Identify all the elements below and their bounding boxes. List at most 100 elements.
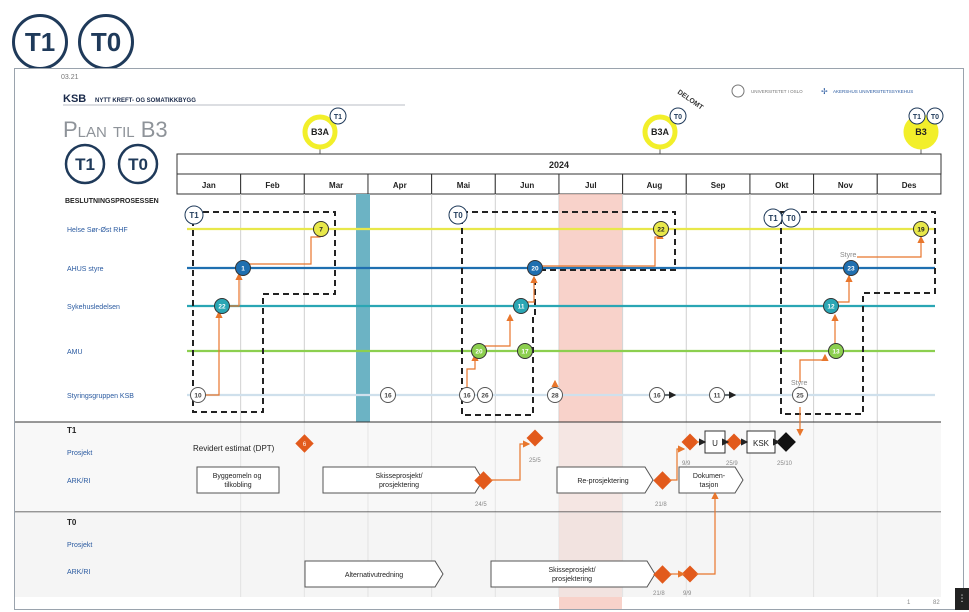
svg-text:UNIVERSITETET I OSLO: UNIVERSITETET I OSLO bbox=[751, 89, 803, 94]
t1-diamond-d[interactable] bbox=[725, 433, 743, 451]
legend-t1-badge[interactable]: T1 bbox=[64, 143, 106, 185]
t1-row-arkri: ARK/RI bbox=[67, 478, 90, 485]
milestone-b3a-t0[interactable]: B3A T0 bbox=[642, 107, 687, 154]
t1-badge[interactable]: T1 bbox=[12, 14, 68, 70]
group-badge-t0b[interactable]: T0 bbox=[781, 208, 801, 228]
group-badge-t0[interactable]: T0 bbox=[448, 205, 468, 225]
month-label: Jul bbox=[585, 181, 597, 190]
ksk-box[interactable]: KSK bbox=[746, 430, 776, 454]
t0-row-prosjekt: Prosjekt bbox=[67, 542, 92, 549]
t1-date-99: 9/9 bbox=[682, 461, 691, 467]
svg-text:10: 10 bbox=[194, 393, 202, 400]
slide-canvas: 03.21 KSB NYTT KREFT- OG SOMATIKKBYGG Pl… bbox=[14, 68, 964, 610]
t1-date-245: 24/5 bbox=[475, 502, 487, 508]
t1-date-218: 21/8 bbox=[655, 502, 667, 508]
top-bar: T1 T0 bbox=[0, 0, 969, 70]
node-hso1[interactable]: 7 bbox=[313, 221, 329, 237]
svg-text:T1: T1 bbox=[334, 114, 342, 121]
node-sg7[interactable]: 11 bbox=[709, 387, 725, 403]
t1-box-bygge[interactable]: Byggeomeln og tilkobling bbox=[196, 466, 280, 494]
svg-text:28: 28 bbox=[551, 393, 559, 400]
svg-text:Dokumen-tasjon: Dokumen-tasjon bbox=[693, 473, 726, 489]
plan-diagram: 03.21 KSB NYTT KREFT- OG SOMATIKKBYGG Pl… bbox=[15, 74, 944, 609]
month-label: Feb bbox=[265, 181, 279, 190]
t0-diamond-b[interactable] bbox=[681, 565, 699, 583]
node-sg4[interactable]: 26 bbox=[477, 387, 493, 403]
t1-diamond-a[interactable] bbox=[474, 471, 493, 490]
node-sg2[interactable]: 16 bbox=[380, 387, 396, 403]
node-sg3[interactable]: 16 bbox=[459, 387, 475, 403]
black-diamond[interactable] bbox=[776, 432, 796, 452]
t1-date-2510: 25/10 bbox=[777, 461, 793, 467]
t1-date-255: 25/5 bbox=[529, 458, 541, 464]
row-label: AHUS styre bbox=[67, 266, 104, 273]
svg-text:Skisseprosjekt/prosjektering: Skisseprosjekt/prosjektering bbox=[375, 473, 422, 489]
legend-t0-badge[interactable]: T0 bbox=[117, 143, 159, 185]
svg-text:6: 6 bbox=[303, 442, 307, 448]
svg-text:26: 26 bbox=[481, 393, 489, 400]
svg-text:T1: T1 bbox=[768, 214, 778, 223]
svg-text:16: 16 bbox=[653, 393, 661, 400]
t1-diamond-c[interactable] bbox=[681, 433, 699, 451]
node-sg8[interactable]: 25 bbox=[792, 387, 808, 403]
t1-diamond-b[interactable] bbox=[653, 471, 672, 490]
svg-text:AKERSHUS UNIVERSITETSSYKEHUS: AKERSHUS UNIVERSITETSSYKEHUS bbox=[833, 89, 913, 94]
svg-text:11: 11 bbox=[518, 304, 525, 311]
node-ahus1[interactable]: 1 bbox=[235, 260, 251, 276]
slide-nav-button[interactable]: ⋮ bbox=[955, 588, 969, 610]
node-hso3[interactable]: 19 bbox=[913, 221, 929, 237]
t0-badge[interactable]: T0 bbox=[78, 14, 134, 70]
node-amu3[interactable]: 13 bbox=[828, 343, 844, 359]
node-amu1[interactable]: 20 bbox=[471, 343, 487, 359]
svg-text:B3: B3 bbox=[915, 127, 927, 137]
t1-box-reprosjekt[interactable]: Re-prosjektering bbox=[556, 466, 654, 494]
row-label: Sykehusledelsen bbox=[67, 304, 120, 311]
svg-text:B3A: B3A bbox=[311, 127, 330, 137]
t0-box-alternativ[interactable]: Alternativutredning bbox=[304, 560, 444, 588]
t0-date-218: 21/8 bbox=[653, 591, 665, 597]
u-box[interactable]: U bbox=[704, 430, 726, 454]
milestone-b3[interactable]: B3 T1 T0 bbox=[903, 107, 944, 154]
t1-box-dokumentasjon[interactable]: Dokumen-tasjon bbox=[678, 466, 744, 494]
header-sub: NYTT KREFT- OG SOMATIKKBYGG bbox=[95, 98, 196, 104]
svg-text:Byggeomeln og tilkobli: Byggeomeln og tilkobling bbox=[213, 473, 264, 489]
svg-text:✢: ✢ bbox=[821, 87, 828, 96]
node-sg6[interactable]: 16 bbox=[649, 387, 665, 403]
row-label: Styringsgruppen KSB bbox=[67, 393, 134, 400]
diamond-6[interactable]: 6 bbox=[295, 434, 314, 453]
node-amu2[interactable]: 17 bbox=[517, 343, 533, 359]
month-label: Mar bbox=[329, 181, 343, 190]
row-label: AMU bbox=[67, 349, 83, 356]
svg-text:U: U bbox=[712, 439, 718, 448]
month-label: Mai bbox=[457, 181, 470, 190]
node-ahus2[interactable]: 20 bbox=[527, 260, 543, 276]
header-ksb: KSB bbox=[63, 93, 86, 105]
svg-text:T1: T1 bbox=[913, 114, 921, 121]
t0-header: T0 bbox=[67, 518, 77, 527]
node-sg5[interactable]: 28 bbox=[547, 387, 563, 403]
node-hso2[interactable]: 22 bbox=[653, 221, 669, 237]
node-syk1[interactable]: 22 bbox=[214, 298, 230, 314]
node-ahus3[interactable]: 23 bbox=[843, 260, 859, 276]
group-t1-outline bbox=[192, 211, 336, 413]
milestone-b3a-t1[interactable]: B3A T1 bbox=[302, 107, 347, 154]
page-title: Plan til B3 bbox=[63, 117, 168, 142]
svg-text:Alternativutredning: Alternativutredning bbox=[345, 572, 403, 579]
node-syk3[interactable]: 12 bbox=[823, 298, 839, 314]
month-label: Nov bbox=[838, 181, 854, 190]
svg-text:20: 20 bbox=[531, 266, 539, 273]
t1-box-skisse[interactable]: Skisseprosjekt/prosjektering bbox=[322, 466, 484, 494]
node-syk2[interactable]: 11 bbox=[513, 298, 529, 314]
t1-row-prosjekt: Prosjekt bbox=[67, 450, 92, 457]
row-label: Helse Sør-Øst RHF bbox=[67, 227, 128, 234]
group-badge-t1[interactable]: T1 bbox=[184, 205, 204, 225]
date-text: 03.21 bbox=[61, 74, 79, 81]
svg-text:T1: T1 bbox=[189, 211, 199, 220]
month-cell-des bbox=[876, 173, 942, 195]
t1-diamond-top[interactable] bbox=[526, 429, 544, 447]
group-badge-t1b[interactable]: T1 bbox=[763, 208, 783, 228]
t0-diamond-a[interactable] bbox=[653, 565, 672, 584]
t0-box-skisse[interactable]: Skisseprosjekt/prosjektering bbox=[490, 560, 656, 588]
node-sg1[interactable]: 10 bbox=[190, 387, 206, 403]
svg-text:T0: T0 bbox=[931, 114, 939, 121]
